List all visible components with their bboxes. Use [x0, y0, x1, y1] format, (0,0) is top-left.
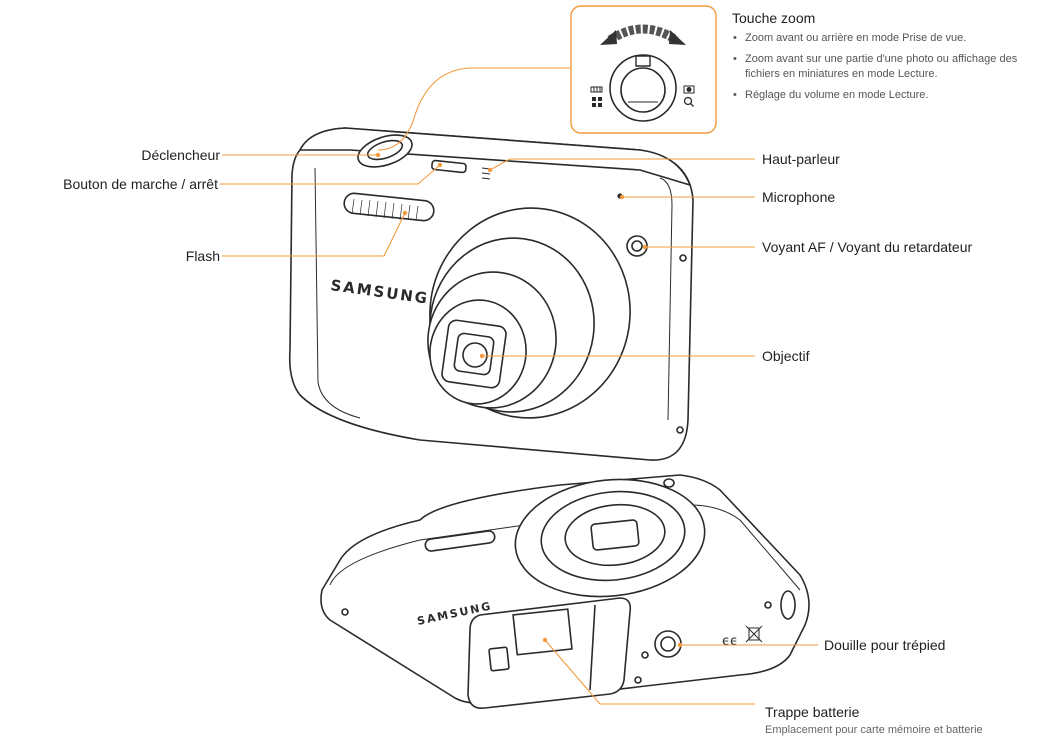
leader-dots — [375, 152, 683, 648]
zoom-inset — [570, 5, 717, 134]
label-microphone: Microphone — [762, 189, 836, 205]
leader-zoom — [377, 67, 571, 151]
camera-front — [288, 127, 694, 461]
camera-front-bevel — [314, 167, 673, 421]
bottom-screw-1 — [641, 651, 649, 659]
label-tripod-socket: Douille pour trépied — [824, 637, 946, 653]
camera-bottom: ϵϵ — [320, 474, 810, 710]
bottom-lens-square — [590, 519, 640, 551]
label-speaker: Haut-parleur — [762, 151, 840, 167]
label-battery-door-sub: Emplacement pour carte mémoire et batter… — [765, 724, 983, 736]
label-power-button: Bouton de marche / arrêt — [63, 176, 218, 192]
leader-battery — [544, 639, 755, 705]
label-flash: Flash — [185, 248, 220, 264]
zoom-arrow-right — [669, 30, 686, 45]
zoom-key-list: Zoom avant ou arrière en mode Prise de v… — [732, 31, 1046, 109]
tripod-socket-inner — [660, 636, 676, 652]
bottom-front-ring — [663, 478, 675, 488]
battery-latch — [488, 646, 510, 672]
zoom-key-item: Réglage du volume en mode Lecture. — [732, 88, 1046, 103]
zoom-dial-button — [620, 67, 666, 113]
tele-icon — [683, 85, 695, 94]
zoom-arrow-left — [600, 30, 617, 45]
label-lens: Objectif — [762, 348, 810, 364]
bottom-screw-3 — [764, 601, 772, 609]
magnify-icon — [683, 96, 694, 107]
bottom-screw-4 — [341, 608, 349, 616]
leader-speaker — [489, 158, 755, 171]
label-shutter: Déclencheur — [141, 147, 220, 163]
battery-door-window — [512, 608, 573, 656]
zoom-key-title: Touche zoom — [732, 10, 816, 26]
zoom-dial-tab — [635, 55, 651, 67]
leader-lines — [220, 67, 818, 705]
side-screw-1 — [679, 254, 687, 262]
zoom-key-item: Zoom avant ou arrière en mode Prise de v… — [732, 31, 1046, 46]
leader-flash — [222, 212, 406, 257]
bottom-screw-2 — [634, 676, 642, 684]
side-screw-2 — [676, 426, 684, 434]
leader-power — [220, 164, 441, 185]
flash-fresnel — [351, 198, 419, 221]
flash-window — [343, 192, 435, 222]
recycle-bin-icon — [745, 625, 763, 643]
battery-door-divider — [589, 604, 596, 691]
label-battery-door: Trappe batterie — [765, 704, 860, 720]
af-lamp-inner — [631, 240, 643, 252]
wide-icon — [590, 86, 603, 93]
label-af-lamp: Voyant AF / Voyant du retardateur — [762, 239, 973, 255]
battery-door — [467, 597, 632, 710]
strap-loop — [780, 590, 796, 620]
thumbnail-icon — [592, 97, 602, 107]
lens-glass — [462, 342, 488, 368]
zoom-key-item: Zoom avant sur une partie d'une photo ou… — [732, 52, 1046, 82]
ce-mark: ϵϵ — [722, 634, 738, 649]
bottom-flash — [424, 530, 496, 552]
camera-bottom-edge — [329, 504, 801, 591]
